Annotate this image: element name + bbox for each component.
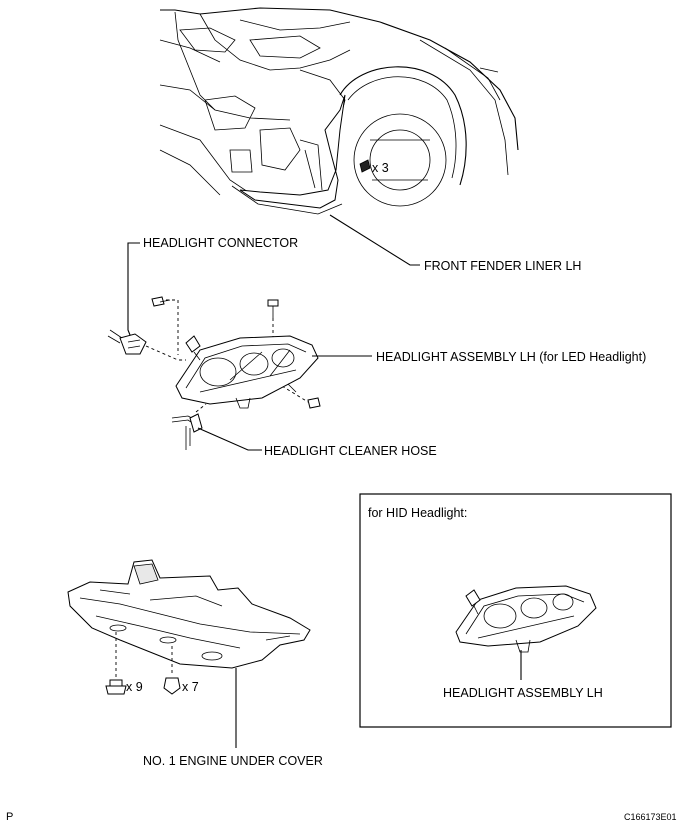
vehicle-front-body-illustration	[159, 7, 519, 215]
hid-box-title: for HID Headlight:	[368, 506, 467, 520]
fender-liner-leader-line	[329, 214, 420, 266]
clip-quantity: x 7	[182, 680, 199, 694]
footer-left-mark: P	[6, 811, 13, 823]
led-headlight-assembly-illustration	[175, 335, 319, 409]
hid-headlight-assembly-illustration	[455, 585, 597, 653]
headlight-bolt-lower-right	[307, 397, 321, 409]
hid-headlight-assembly-label: HEADLIGHT ASSEMBLY LH	[443, 686, 603, 700]
fender-clip-quantity: x 3	[372, 161, 389, 175]
cleaner-hose-leader-line	[197, 427, 262, 451]
headlight-assembly-led-label: HEADLIGHT ASSEMBLY LH (for LED Headlight…	[376, 350, 646, 364]
engine-under-cover-illustration	[67, 559, 311, 669]
connector-dashed-guide	[145, 345, 186, 361]
headlight-bolt-top-left	[151, 296, 171, 307]
engine-under-cover-label: NO. 1 ENGINE UNDER COVER	[143, 754, 323, 768]
headlight-connector-part	[107, 329, 147, 355]
under-cover-clip	[163, 677, 181, 695]
hose-dashed-guide	[195, 403, 207, 413]
headlight-connector-leader-line	[127, 242, 140, 341]
bolt-dashed-guide-right	[281, 385, 309, 403]
figure-code: C166173E01	[624, 812, 677, 822]
headlight-connector-label: HEADLIGHT CONNECTOR	[143, 236, 298, 250]
front-fender-liner-label: FRONT FENDER LINER LH	[424, 259, 581, 273]
headlight-cleaner-hose-label: HEADLIGHT CLEANER HOSE	[264, 444, 437, 458]
headlight-bolt-top	[267, 299, 279, 318]
under-cover-bolt	[105, 679, 127, 695]
bolt-quantity: x 9	[126, 680, 143, 694]
headlight-cleaner-hose-illustration	[171, 413, 203, 450]
bolt-dashed-guide-left	[166, 299, 179, 355]
